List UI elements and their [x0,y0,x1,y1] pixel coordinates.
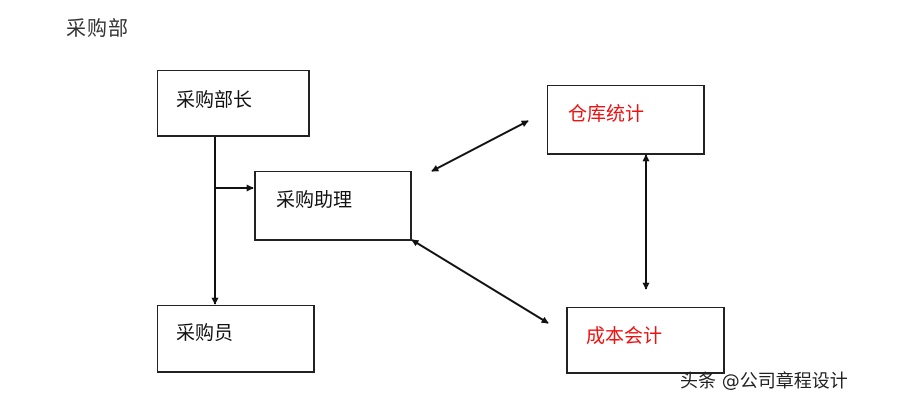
node-warehouse: 仓库统计 [547,85,705,155]
node-director-label: 采购部长 [176,89,253,111]
node-buyer-label: 采购员 [176,322,234,344]
assistant-warehouse-arrow [431,120,529,172]
node-cost: 成本会计 [566,307,725,374]
node-assistant-label: 采购助理 [276,189,353,211]
watermark: 头条 @公司章程设计 [680,371,848,392]
assistant-cost-arrow [411,239,549,324]
node-buyer: 采购员 [157,305,315,373]
node-assistant: 采购助理 [254,171,412,241]
node-director: 采购部长 [157,70,310,137]
page-title: 采购部 [66,16,129,40]
node-warehouse-label: 仓库统计 [568,103,645,125]
node-cost-label: 成本会计 [586,325,663,347]
